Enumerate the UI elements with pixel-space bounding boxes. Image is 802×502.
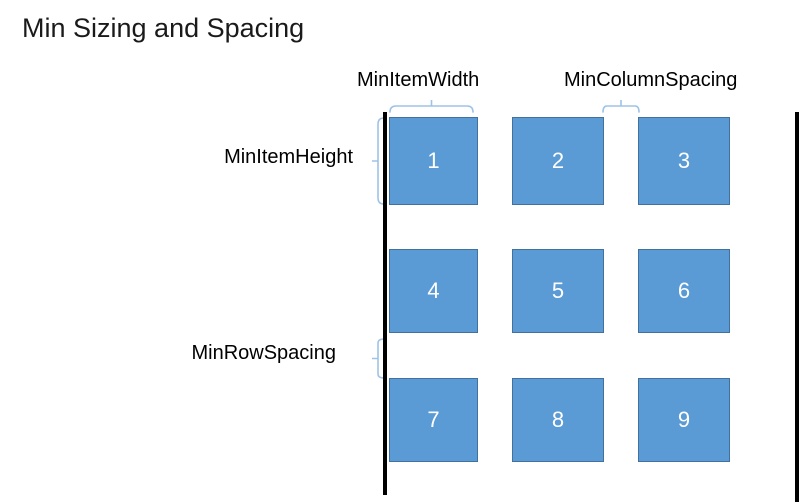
grid-square: 5 bbox=[512, 249, 604, 333]
grid-square-number: 6 bbox=[677, 278, 691, 303]
min-row-spacing-label: MinRowSpacing bbox=[191, 342, 336, 364]
grid-square-number: 5 bbox=[551, 278, 565, 303]
grid-square-number: 9 bbox=[677, 407, 691, 432]
min-row-spacing-brace-icon bbox=[372, 338, 385, 379]
min-item-height-brace-icon bbox=[372, 117, 385, 205]
grid-square-number: 4 bbox=[427, 278, 440, 303]
grid-square: 7 bbox=[389, 378, 478, 462]
grid-square: 3 bbox=[638, 117, 730, 205]
page-title: Min Sizing and Spacing bbox=[22, 13, 305, 43]
grid-square: 6 bbox=[638, 249, 730, 333]
min-column-spacing-label: MinColumnSpacing bbox=[564, 69, 738, 91]
grid-square-number: 7 bbox=[427, 407, 440, 432]
left-boundary-line bbox=[383, 112, 387, 495]
grid-square-number: 2 bbox=[551, 148, 565, 173]
grid-square-number: 1 bbox=[427, 148, 440, 173]
grid-square: 4 bbox=[389, 249, 478, 333]
right-boundary-line bbox=[795, 112, 799, 502]
min-column-spacing-brace-icon bbox=[602, 100, 640, 113]
grid-square: 2 bbox=[512, 117, 604, 205]
min-item-width-brace-icon bbox=[389, 100, 474, 113]
grid-square: 1 bbox=[389, 117, 478, 205]
grid-square-number: 8 bbox=[551, 407, 565, 432]
min-item-height-label: MinItemHeight bbox=[224, 146, 353, 168]
grid-square: 9 bbox=[638, 378, 730, 462]
grid-square-number: 3 bbox=[677, 148, 691, 173]
grid-square: 8 bbox=[512, 378, 604, 462]
min-item-width-label: MinItemWidth bbox=[357, 69, 480, 91]
